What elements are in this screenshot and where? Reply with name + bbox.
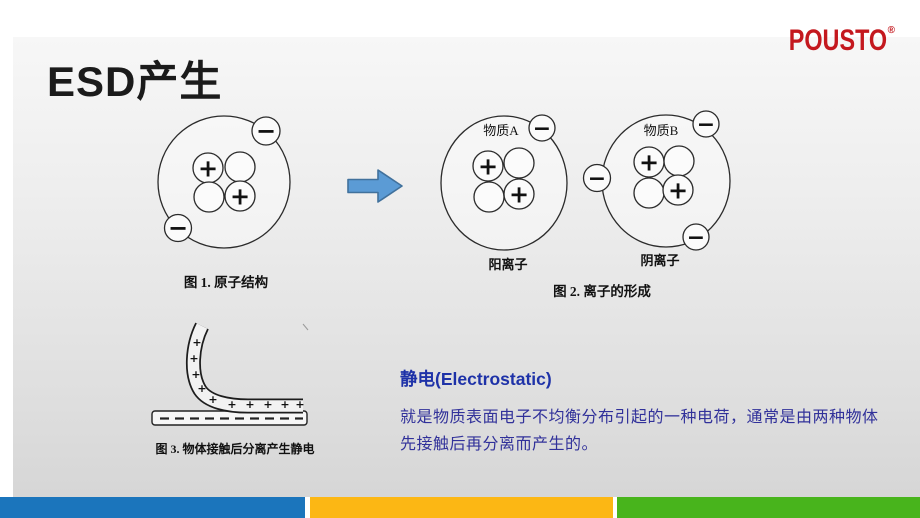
plus-symbol: +: [478, 152, 498, 180]
minus-symbol: −: [687, 225, 705, 250]
definition-line2: 先接触后再分离而产生的。: [400, 436, 599, 453]
plus-symbol: +: [208, 393, 217, 406]
cation-label: 阳离子: [488, 257, 528, 272]
atom-outline: [157, 115, 291, 249]
plus-symbol: +: [245, 398, 254, 411]
nucleus: + +: [192, 151, 256, 213]
atom-b: 物质B + + − − −: [582, 110, 731, 251]
footer-accent-blue: [0, 497, 305, 518]
definition-heading: 静电(Electrostatic): [400, 369, 552, 389]
plus-symbol: +: [227, 398, 236, 411]
figure2-ion-diagram: 物质A + + − 物质B + + − − −: [440, 110, 731, 251]
plus-symbol: +: [639, 148, 659, 176]
plus-symbol: +: [198, 154, 218, 182]
minus-symbol: −: [533, 116, 551, 141]
plus-symbol: +: [191, 368, 200, 381]
minus-symbol: −: [256, 117, 276, 145]
pousto-logo: POUSTO ®: [761, 24, 895, 58]
minus-symbol: −: [168, 214, 188, 242]
minus-symbol: −: [697, 112, 715, 137]
figure1-atom-diagram: + + − −: [157, 115, 291, 249]
plus-symbol: +: [295, 398, 304, 411]
minus-symbol: −: [588, 166, 606, 191]
plus-symbol: +: [189, 352, 198, 365]
plus-symbol: +: [280, 398, 289, 411]
figure2-caption: 图 2. 离子的形成: [553, 284, 651, 299]
right-arrow-icon: [347, 169, 403, 203]
atom-b-label: 物质B: [644, 123, 679, 138]
plus-symbol: +: [197, 382, 206, 395]
page-title: ESD产生: [47, 58, 223, 105]
logo-text: POUSTO: [789, 24, 888, 57]
atom-a-label: 物质A: [483, 123, 519, 138]
definition-line1: 就是物质表面电子不均衡分布引起的一种电荷，通常是由两种物体: [400, 409, 879, 426]
plus-symbol: +: [230, 182, 250, 210]
atom-a: 物质A + + −: [440, 114, 568, 251]
peeling-strip: + + + + + + + + + +: [185, 322, 309, 414]
plus-symbol: +: [192, 336, 201, 349]
figure3-caption: 图 3. 物体接触后分离产生静电: [155, 442, 315, 456]
footer-accent-green: [617, 497, 920, 518]
plus-symbol: +: [509, 180, 529, 208]
footer-accent-yellow: [310, 497, 613, 518]
plus-symbol: +: [263, 398, 272, 411]
figure1-caption: 图 1. 原子结构: [183, 275, 269, 290]
electrons: − −: [163, 116, 281, 243]
figure3-contact-separation-diagram: + + + + + + + + + +: [151, 322, 309, 426]
plus-symbol: +: [668, 176, 688, 204]
anion-label: 阴离子: [640, 253, 680, 268]
registered-mark: ®: [887, 25, 895, 36]
